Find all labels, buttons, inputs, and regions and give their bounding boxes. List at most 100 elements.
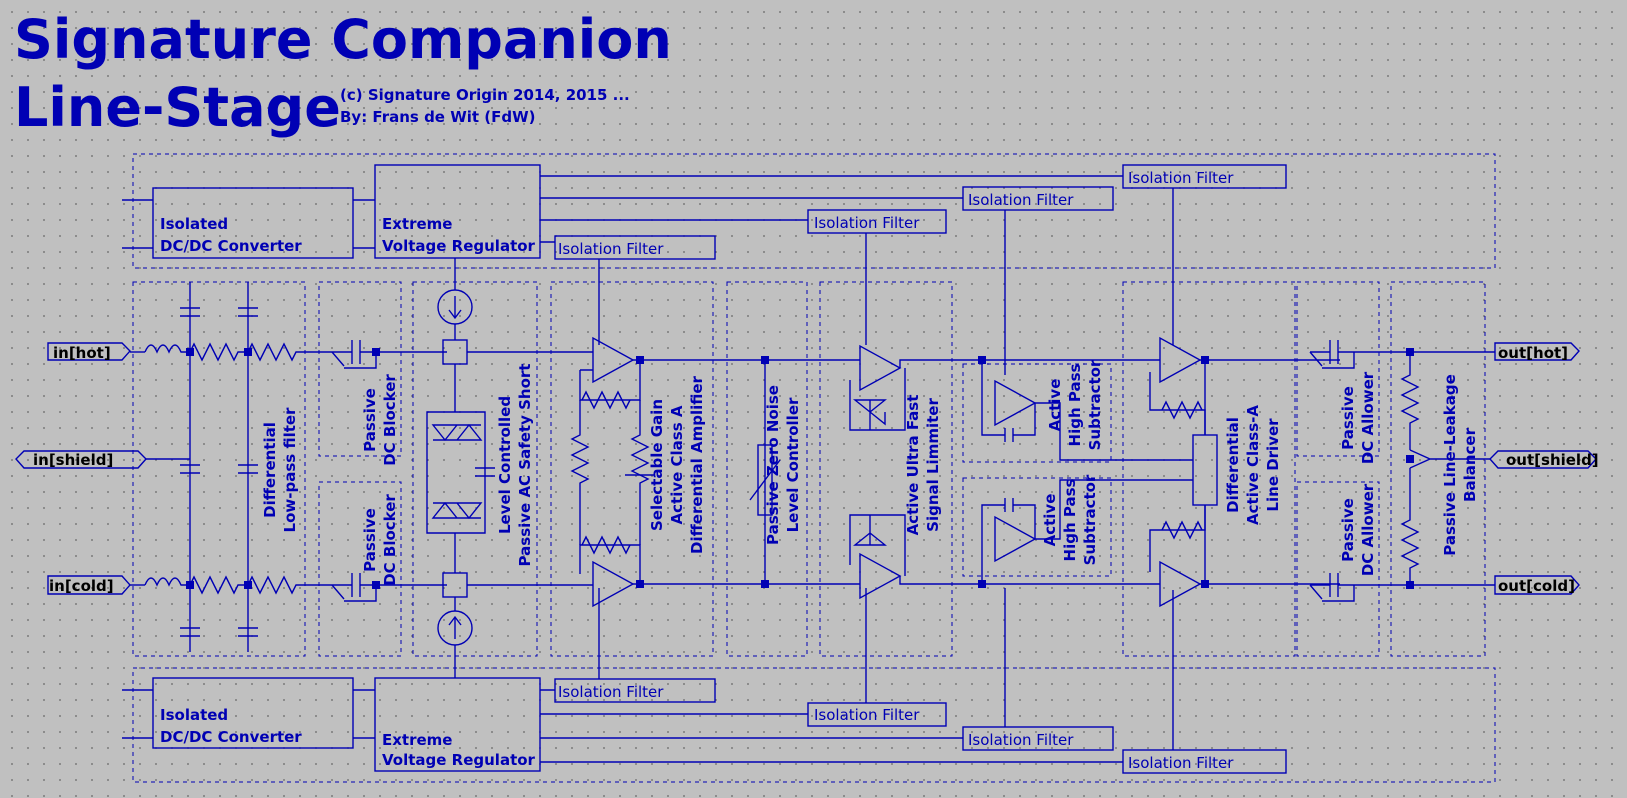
diff-amp-label-2: Active Class A [668,405,686,524]
regulator-top [374,164,541,259]
balancer-label-1: Passive Line-Leakage [1441,374,1459,556]
opamp-driver-top [1159,336,1202,384]
resistor-cold-1 [189,575,248,595]
region-balancer [1390,281,1486,657]
region-diff-amp [550,281,714,657]
dc-blocker-top-label-2: DC Blocker [381,374,399,466]
opamp-limiter-top [859,344,902,392]
author-text: By: Frans de Wit (FdW) [340,108,536,126]
region-hp-top [962,363,1112,463]
junction-dots [186,348,1414,589]
port-in-hot-label: in[hot] [53,344,111,362]
isolation-filter-bottom-2 [807,702,947,727]
hp-top-label-2: High Pass [1066,363,1084,446]
region-dc-blocker-top [318,281,402,457]
lowpass-label-1: Differential [261,422,279,518]
level-ctrl-label-2: Level Controller [784,397,802,532]
region-line-driver [1122,281,1296,657]
isolation-filter-top-3-label: Isolation Filter [968,191,1074,209]
safety-short-label-2: Passive AC Safety Short [516,364,534,567]
limiter-label-1: Active Ultra Fast [904,395,922,536]
dc-allower-bottom-label-2: DC Allower [1359,483,1377,576]
driver-block [1192,434,1218,506]
diff-amp-label-1: Selectable Gain [648,399,666,531]
region-lowpass [132,281,306,657]
dc-allower-top-label-1: Passive [1339,386,1357,450]
region-safety-short [412,281,538,657]
port-in-cold [47,575,131,595]
power-bottom: Isolated DC/DC Converter Extreme Voltage… [122,588,1287,774]
title-line-1: Signature Companion [14,8,672,71]
opamp-hp-bottom [994,515,1037,563]
port-out-cold-label: out[cold] [1498,577,1575,595]
dc-allower-top-label-2: DC Allower [1359,371,1377,464]
port-in-shield-label: in[shield] [33,451,113,469]
dcdc-converter-bottom [152,677,354,749]
isolation-filter-bottom-2-label: Isolation Filter [814,706,920,724]
line-driver-label-1: Differential [1224,417,1242,513]
region-dc-allower-bottom [1296,481,1380,657]
dc-allower-bottom-label-1: Passive [1339,498,1357,562]
hp-bottom-label-1: Active [1041,494,1059,547]
region-dc-blocker-bottom [318,481,402,657]
hp-bottom-label-3: Subtractor [1081,474,1099,565]
level-pot [757,444,773,516]
isolation-filter-top-1-label: Isolation Filter [558,240,664,258]
signal-wires [130,282,1495,652]
triac-bottom [431,501,483,520]
isolation-filter-top-3 [962,186,1114,211]
dc-allower-cap-cold [1310,573,1354,597]
hp-top-label-3: Subtractor [1086,359,1104,450]
power-region-top [132,153,1496,269]
isolation-filter-bottom-1 [554,678,716,703]
dc-blocker-bottom-label-2: DC Blocker [381,494,399,586]
power-region-bottom [132,667,1496,783]
hp-top-label-1: Active [1046,379,1064,432]
isolation-filter-bottom-1-label: Isolation Filter [558,683,664,701]
dc-allower-cap-hot [1310,340,1354,364]
regulator-bottom-label-1: Extreme [382,731,452,749]
dc-blocker-cap-cold [332,573,376,597]
isolation-filter-top-4 [1122,164,1287,189]
dcdc-converter-top [152,187,354,259]
port-in-hot [47,342,131,361]
dc-blocker-top-label-1: Passive [361,388,379,452]
opamp-diff-top [592,336,635,384]
isolation-filter-top-2 [807,209,947,234]
regulator-bottom [374,677,541,772]
hp-bottom-label-2: High Pass [1061,478,1079,561]
line-driver-label-3: Line Driver [1264,418,1282,512]
line-driver-label-2: Active Class-A [1244,405,1262,525]
resistor-hot-2 [247,342,332,362]
region-hp-bottom [962,477,1112,577]
inductor-cold [144,577,190,587]
power-top: Isolated DC/DC Converter Extreme Voltage… [122,164,1287,375]
region-level-ctrl [726,281,808,657]
triac-top [431,423,483,442]
regulator-bottom-label-2: Voltage Regulator [382,751,536,769]
title-line-2: Line-Stage [14,76,341,139]
resistor-cold-2 [247,575,332,595]
resistor-hot-1 [189,342,248,362]
port-in-cold-label: in[cold] [49,577,114,595]
isolation-filter-bottom-3-label: Isolation Filter [968,731,1074,749]
block-labels: Differential Low-pass filter Passive DC … [261,359,1479,586]
regulator-top-label-2: Voltage Regulator [382,237,536,255]
limiter-label-2: Signal Limmiter [924,398,942,532]
region-limiter [819,281,953,657]
isolation-filter-top-4-label: Isolation Filter [1128,169,1234,187]
inductor-hot [144,344,190,354]
level-ctrl-label-1: Passive Zero Noise [764,385,782,545]
isolation-filter-top-1 [554,235,716,260]
port-out-shield-label: out[shield] [1506,451,1599,469]
safety-short-label-1: Level Controlled [496,396,514,534]
lowpass-label-2: Low-pass filter [281,407,299,532]
isolation-filter-top-2-label: Isolation Filter [814,214,920,232]
diff-amp-label-3: Differential Amplifier [688,375,706,554]
port-out-cold [1494,575,1580,595]
port-out-hot [1494,342,1580,361]
copyright-text: (c) Signature Origin 2014, 2015 ... [340,86,630,104]
port-out-hot-label: out[hot] [1498,344,1568,362]
dc-blocker-cap-hot [332,340,376,364]
dcdc-bottom-label-1: Isolated [160,706,228,724]
